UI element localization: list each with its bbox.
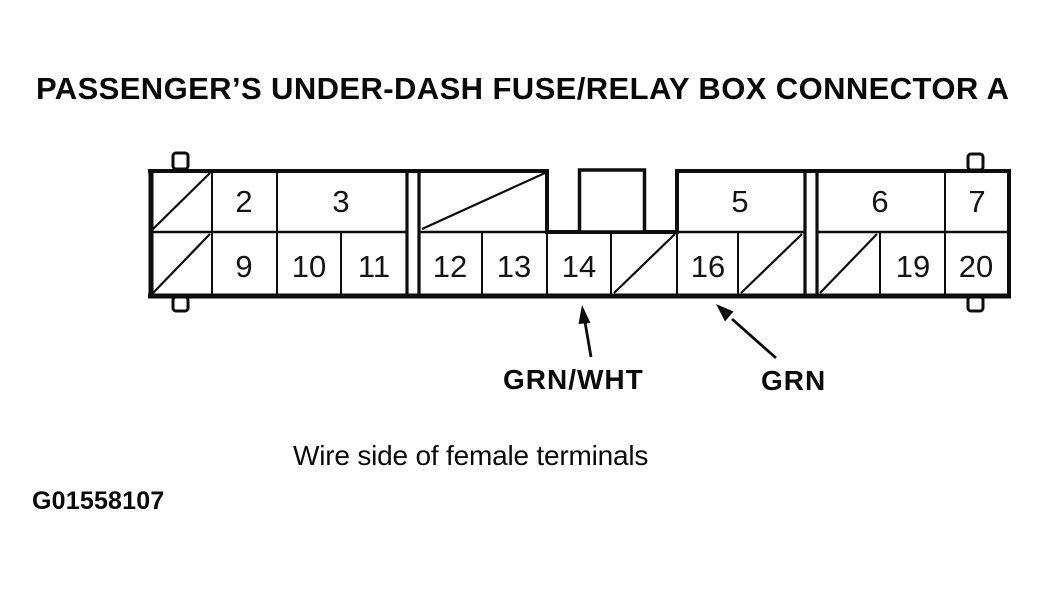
- terminal-label-16: 16: [691, 249, 725, 284]
- terminal-label-14: 14: [562, 249, 596, 284]
- mounting-tab-bottom-left: [171, 295, 190, 313]
- terminal-label-13: 13: [497, 249, 531, 284]
- terminal-label-2: 2: [235, 184, 252, 219]
- wire-color-label-grn-wht: GRN/WHT: [503, 364, 644, 395]
- terminal-label-6: 6: [871, 184, 888, 219]
- cell-partitions: [211, 169, 946, 296]
- terminal-label-12: 12: [433, 249, 467, 284]
- blank-cavity-box: [577, 168, 647, 234]
- terminal-label-5: 5: [731, 184, 748, 219]
- grn-arrow: [716, 304, 777, 360]
- blocked-cavity-slashes: [152, 171, 878, 294]
- terminal-label-9: 9: [235, 249, 252, 284]
- wire-color-label-grn: GRN: [761, 365, 827, 396]
- terminal-label-20: 20: [959, 249, 993, 284]
- mounting-tab-bottom-right: [966, 295, 985, 313]
- terminal-label-7: 7: [968, 184, 985, 219]
- terminal-label-10: 10: [292, 249, 326, 284]
- mounting-tab-top-left: [171, 151, 190, 171]
- grn-wht-arrow: [578, 305, 593, 358]
- diagram-caption: Wire side of female terminals: [293, 440, 649, 471]
- terminal-label-3: 3: [332, 184, 349, 219]
- terminal-label-19: 19: [896, 249, 930, 284]
- page-title: PASSENGER’S UNDER-DASH FUSE/RELAY BOX CO…: [36, 71, 1010, 106]
- figure-code: G01558107: [32, 487, 165, 515]
- mounting-tab-top-right: [966, 152, 985, 172]
- terminal-label-11: 11: [358, 249, 390, 284]
